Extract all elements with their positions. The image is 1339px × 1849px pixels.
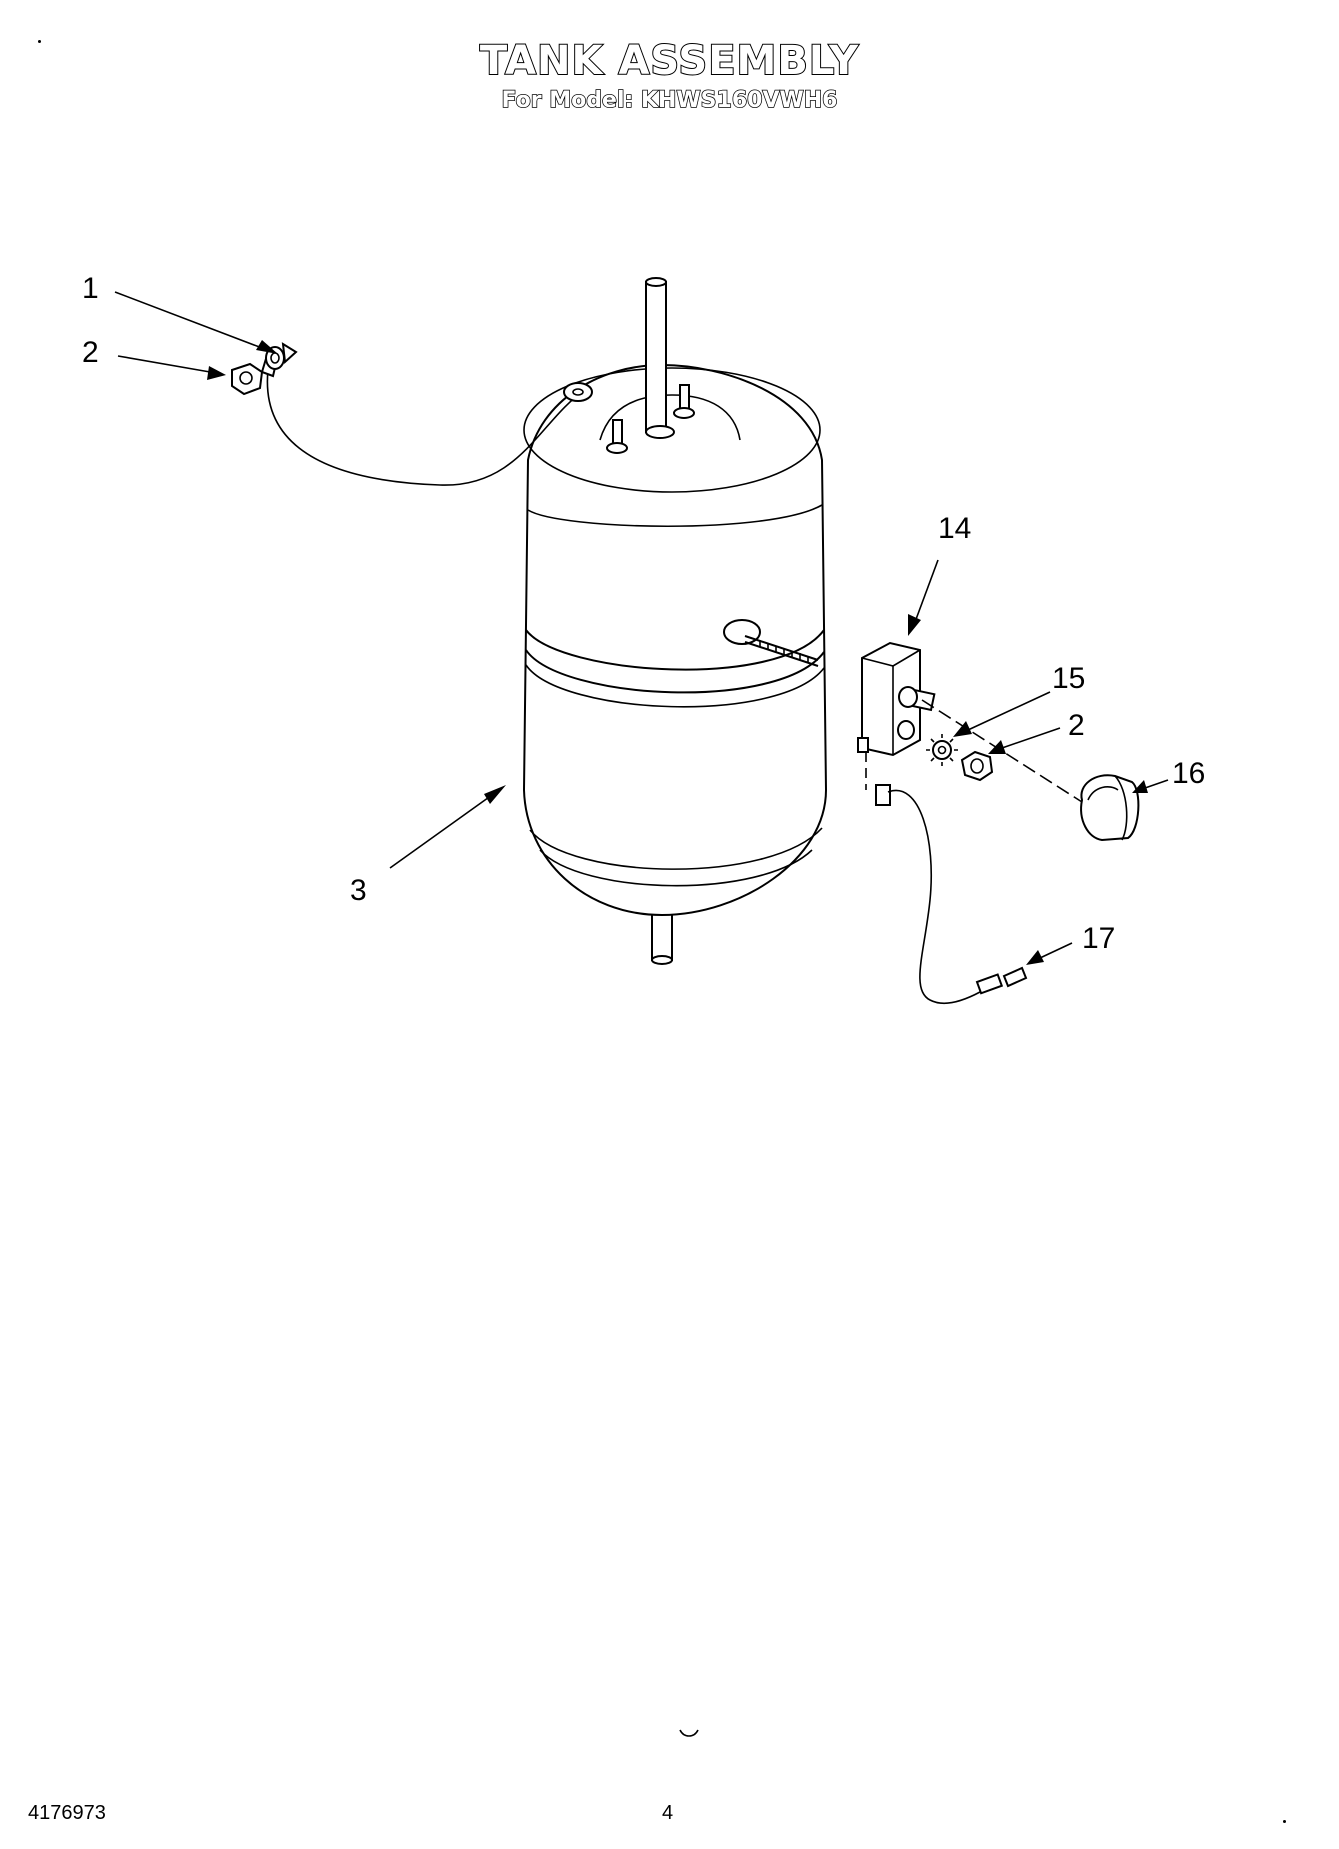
callout-2-right: 2 [1068, 709, 1085, 742]
callout-16: 16 [1172, 757, 1205, 790]
tank-shell [522, 363, 828, 917]
callout-15: 15 [1052, 662, 1085, 695]
scan-mark [679, 1729, 699, 1737]
water-tank [522, 277, 828, 965]
bottom-outlet-pipe [651, 911, 673, 961]
callout-14: 14 [938, 512, 971, 545]
ground-wire [231, 342, 593, 486]
scan-speck [1283, 1820, 1286, 1823]
callout-leaders [114, 291, 1169, 965]
callout-3: 3 [350, 874, 367, 907]
tank-top-dome [523, 367, 821, 493]
callout-1: 1 [82, 272, 99, 305]
page-title: TANK ASSEMBLY [479, 37, 860, 85]
callout-2: 2 [82, 336, 99, 369]
ground-screw [281, 342, 298, 365]
model-subtitle: For Model: KHWS160VWH6 [501, 87, 838, 114]
tank-seam-band [525, 629, 825, 671]
hex-nut [960, 750, 994, 782]
thermistor-probe [975, 973, 1004, 995]
page-number: 4 [662, 1802, 674, 1824]
thermostat-control [857, 641, 936, 757]
ground-lug [563, 382, 593, 402]
control-knob [1080, 774, 1140, 842]
star-washer [926, 734, 958, 766]
wire-connector [875, 784, 891, 806]
top-inlet-pipe [645, 281, 667, 433]
scan-speck [38, 40, 41, 43]
callout-17: 17 [1082, 922, 1115, 955]
side-port [723, 619, 761, 645]
thermistor-wire [875, 784, 1028, 1005]
hex-nut [231, 362, 264, 396]
document-number: 4176973 [28, 1802, 106, 1824]
